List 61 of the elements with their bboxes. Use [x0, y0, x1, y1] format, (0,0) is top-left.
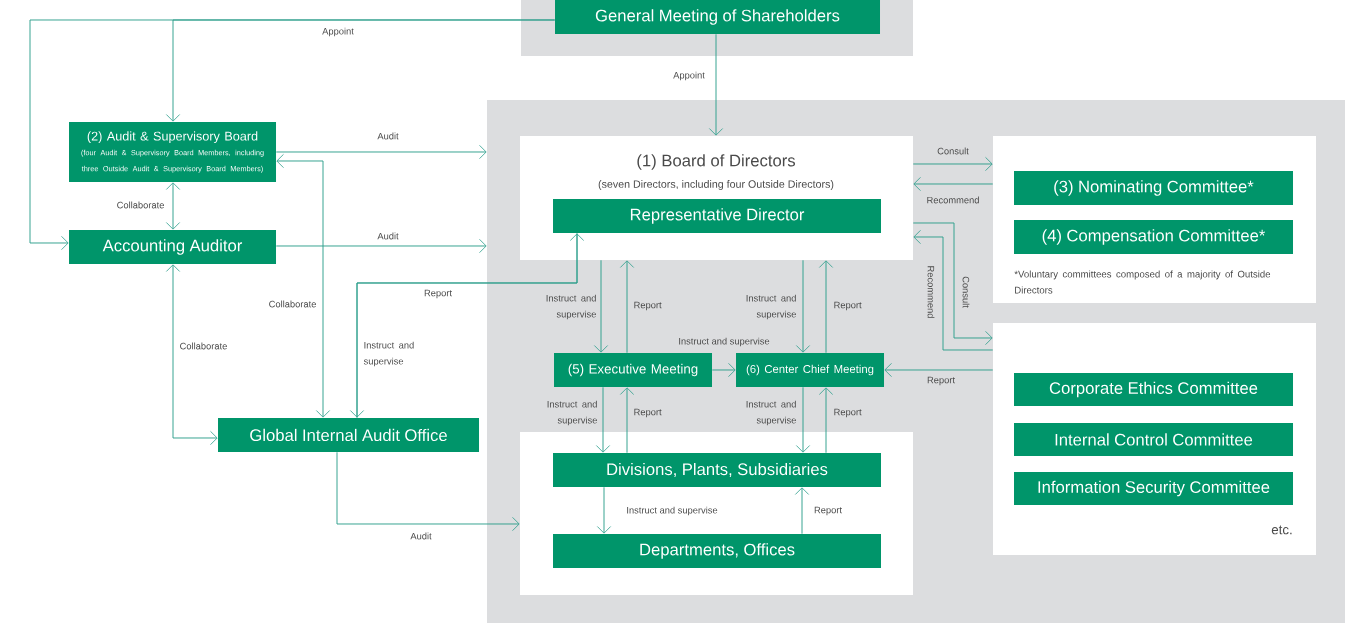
- arrow: [29, 19, 556, 251]
- arrow: [619, 260, 635, 354]
- edge-label: Appoint: [673, 71, 705, 81]
- office-box: Global Internal Audit Office: [218, 418, 479, 452]
- arrow: [818, 387, 834, 454]
- director-box: Representative Director: [553, 199, 881, 233]
- edge-label: Recommend: [927, 266, 935, 318]
- edge-label: Instruct and supervise: [746, 294, 796, 320]
- arrow: [275, 144, 487, 160]
- edge-label: Instruct and supervise: [546, 294, 596, 320]
- edge-label: Recommend: [927, 196, 979, 204]
- unit-box: Departments, Offices: [553, 534, 881, 568]
- committee-box: (3) Nominating Committee*: [1014, 171, 1293, 205]
- arrow: [913, 176, 994, 192]
- edge-label: Report: [927, 376, 955, 386]
- arrow: [795, 386, 811, 453]
- edge-label: Report: [834, 408, 862, 418]
- edge-label: Consult: [962, 276, 970, 308]
- edge-label: Instruct and supervise: [746, 400, 796, 426]
- arrow: [912, 156, 993, 172]
- edge-label: Report: [814, 506, 842, 516]
- meeting-box: (6) Center Chief Meeting: [736, 353, 884, 387]
- arrow: [619, 387, 635, 454]
- unit-box: Divisions, Plants, Subsidiaries: [553, 453, 881, 487]
- edge-label: Consult: [937, 147, 969, 155]
- edge-label: Instruct and supervise: [547, 400, 597, 426]
- arrow: [276, 153, 331, 418]
- edge-label: Collaborate: [117, 201, 164, 209]
- arrow: [596, 486, 612, 534]
- committee-box: Internal Control Committee: [1014, 423, 1293, 456]
- edge-label: Collaborate: [180, 342, 227, 350]
- arrow: [794, 487, 810, 535]
- committee-box: (4) Compensation Committee*: [1014, 220, 1293, 254]
- edge-label: Audit: [377, 132, 399, 140]
- arrow: [711, 362, 736, 378]
- arrow: [165, 264, 218, 446]
- arrow: [884, 362, 994, 378]
- edge-label: Report: [634, 408, 662, 418]
- arrow: [336, 451, 520, 532]
- arrow: [795, 259, 811, 353]
- arrow: [595, 386, 611, 453]
- edge-label: Appoint: [322, 27, 354, 37]
- edge-label: Report: [424, 289, 452, 299]
- edge-label: Audit: [377, 232, 399, 240]
- edge-label: Instruct and supervise: [363, 341, 414, 367]
- edge-label: Report: [834, 301, 862, 311]
- committee-box: Corporate Ethics Committee: [1014, 373, 1293, 406]
- arrow: [708, 33, 724, 136]
- edge-label: Audit: [410, 532, 432, 540]
- arrow: [818, 260, 834, 354]
- edge-label: Instruct and supervise: [627, 506, 718, 516]
- meeting-box: (5) Executive Meeting: [554, 353, 712, 387]
- committee-box: Information Security Committee: [1014, 472, 1293, 505]
- arrow: [275, 238, 487, 254]
- arrow: [593, 259, 609, 353]
- meeting-box: General Meeting of Shareholders: [555, 0, 880, 34]
- auditor-box: Accounting Auditor: [69, 230, 276, 264]
- edge-label: Collaborate: [269, 300, 316, 308]
- edge-label: Instruct and supervise: [679, 337, 770, 347]
- edge-label: Report: [634, 301, 662, 311]
- arrow: [165, 182, 181, 230]
